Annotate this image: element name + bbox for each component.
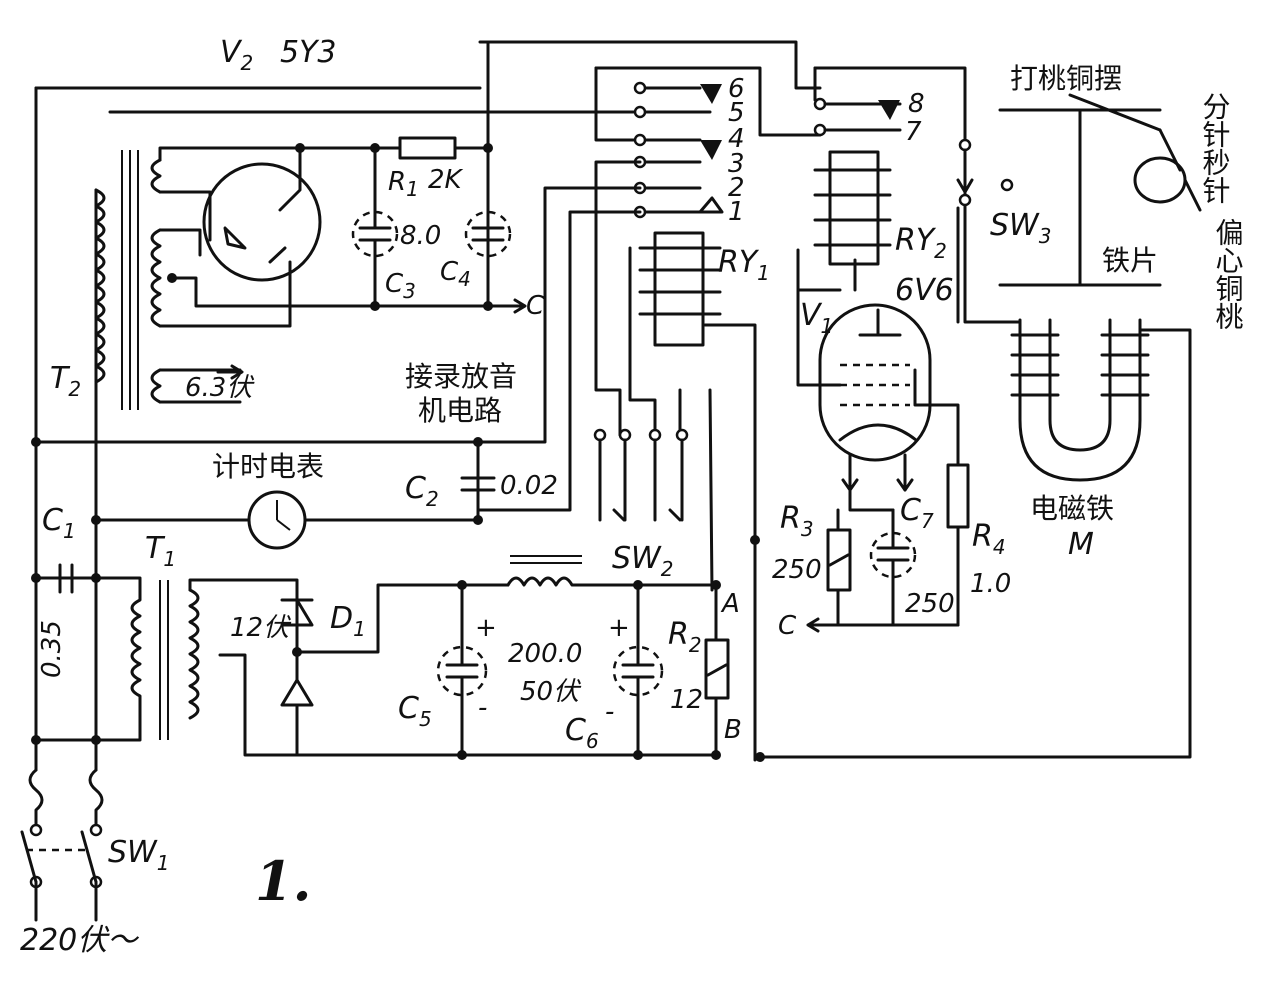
label-ry1: RY1 xyxy=(718,245,770,285)
label-v2: V2 xyxy=(220,35,253,75)
label-c-node-top: C xyxy=(526,291,545,321)
label-plus-c5: + xyxy=(475,613,497,643)
label-iron-piece: 铁片 xyxy=(1102,244,1158,277)
label-minus-c6: - xyxy=(605,697,614,727)
label-c7: C7 xyxy=(900,493,934,533)
label-c6: C6 xyxy=(565,713,599,753)
label-c5: C5 xyxy=(398,691,432,731)
contact-label-5: 5 xyxy=(728,98,745,128)
label-v2-tube: 5Y3 xyxy=(280,35,337,70)
label-r1-value: 2K xyxy=(428,165,464,195)
label-v1: V1 xyxy=(800,298,833,338)
label-d1-voltage: 12伏 xyxy=(230,613,292,643)
label-t1: T1 xyxy=(145,531,176,571)
label-node-b: B xyxy=(724,715,742,745)
label-r4: R4 xyxy=(972,519,1006,559)
relay-ry1 xyxy=(593,231,757,762)
tube-v1-6v6 xyxy=(796,288,970,633)
label-c1-value: 0.35 xyxy=(37,620,67,678)
contact-label-7: 7 xyxy=(905,117,922,147)
label-plus-c6: + xyxy=(608,613,630,643)
contact-label-6: 6 xyxy=(728,74,745,104)
label-c4: C4 xyxy=(440,257,471,291)
tube-v2-5y3 xyxy=(202,143,322,282)
label-timer-meter: 计时电表 xyxy=(212,450,324,483)
label-r4-value: 1.0 xyxy=(970,569,1011,599)
label-sw3: SW3 xyxy=(990,208,1051,248)
label-node-a: A xyxy=(720,589,740,619)
contact-label-2: 2 xyxy=(728,173,745,203)
contact-label-8: 8 xyxy=(908,89,925,119)
label-mains: 220伏～ xyxy=(20,923,139,958)
label-recorder-circuit-2: 机电路 xyxy=(418,394,502,427)
label-c3: C3 xyxy=(385,269,416,303)
label-minus-c5: - xyxy=(478,693,487,723)
label-c2-value: 0.02 xyxy=(500,471,558,501)
label-r2: R2 xyxy=(668,617,702,657)
label-c1: C1 xyxy=(42,503,76,543)
label-r3: R3 xyxy=(780,501,814,541)
label-c2: C2 xyxy=(405,471,439,511)
label-magnet-m: M xyxy=(1068,527,1094,562)
contact-label-1: 1 xyxy=(728,197,745,227)
label-sw1: SW1 xyxy=(108,835,169,875)
timer-section xyxy=(31,437,496,594)
clock-mechanism xyxy=(758,93,1202,759)
label-r3-value: 250 xyxy=(772,555,822,585)
label-r1: R1 xyxy=(388,167,419,201)
filter-section xyxy=(298,40,527,314)
label-electromagnet: 电磁铁 xyxy=(1030,492,1114,525)
mains-section xyxy=(20,86,482,922)
label-sw2: SW2 xyxy=(612,541,673,581)
label-c-node-bottom: C xyxy=(778,611,797,641)
label-second-hand: 分针秒针 xyxy=(1199,92,1232,204)
label-c56-voltage: 50伏 xyxy=(520,677,582,707)
label-v1-tube: 6V6 xyxy=(895,273,954,308)
contact-label-4: 4 xyxy=(728,124,745,154)
contact-label-3: 3 xyxy=(728,149,745,179)
label-t2: T2 xyxy=(50,361,81,401)
label-heater-voltage: 6.3伏 xyxy=(185,373,255,403)
label-ry2: RY2 xyxy=(895,223,947,263)
label-c34-value: 8.0 xyxy=(400,221,441,251)
label-hammer: 打桃铜摆 xyxy=(1010,62,1122,95)
low-voltage-supply xyxy=(34,535,765,762)
label-r2-value: 12 xyxy=(670,685,703,715)
label-recorder-circuit-1: 接录放音 xyxy=(405,360,517,393)
label-d1: D1 xyxy=(330,601,366,641)
label-c56-value: 200.0 xyxy=(508,639,582,669)
figure-number: 1. xyxy=(255,849,311,913)
transformer-t2 xyxy=(94,146,382,410)
label-c7-value: 250 xyxy=(905,589,955,619)
label-cam: 偏心铜桃 xyxy=(1212,218,1245,330)
contact-bank xyxy=(31,40,822,512)
